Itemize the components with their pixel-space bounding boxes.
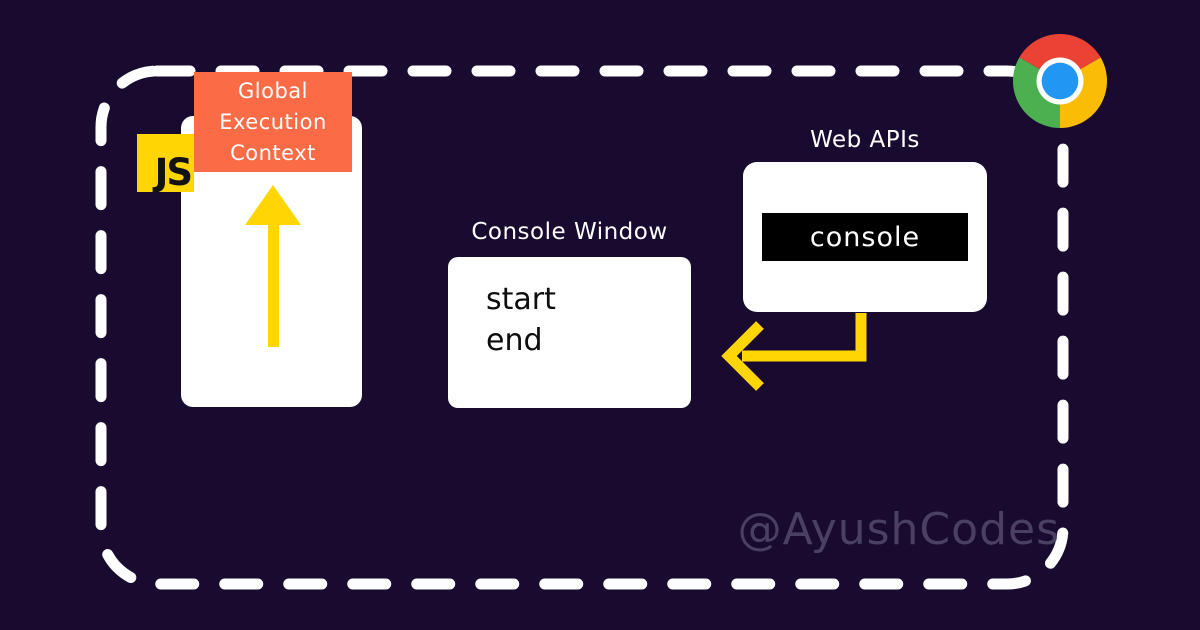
chrome-browser-icon — [1013, 34, 1107, 128]
javascript-logo-icon: JS — [137, 134, 194, 192]
console-output-line: start — [486, 282, 556, 317]
watermark-handle: @AyushCodes — [737, 504, 1060, 555]
gec-label-line: Execution — [219, 109, 327, 134]
js-badge-label: JS — [154, 151, 193, 194]
global-execution-context-label: Global Execution Context — [194, 72, 352, 172]
console-api-label: console — [809, 221, 921, 253]
gec-label-line: Context — [230, 140, 316, 165]
web-apis-title: Web APIs — [810, 127, 920, 153]
console-output-line: end — [486, 323, 543, 358]
console-window-box: start end — [448, 257, 691, 408]
elbow-arrow-icon — [721, 313, 867, 391]
gec-label-line: Global — [238, 78, 308, 103]
web-apis-box: console — [743, 162, 987, 312]
up-arrow-icon — [245, 185, 301, 347]
console-window-title: Console Window — [471, 219, 668, 245]
console-api-chip: console — [762, 213, 968, 261]
